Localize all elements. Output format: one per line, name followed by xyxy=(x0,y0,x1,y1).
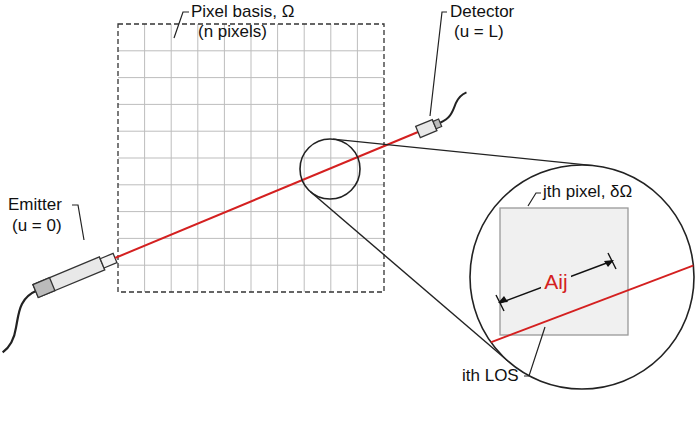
emitter-device xyxy=(0,252,132,353)
leader-lines xyxy=(72,12,545,376)
pixel-grid xyxy=(118,24,384,292)
device-note: (u = 0) xyxy=(12,216,62,236)
magnify-circle xyxy=(300,139,360,199)
region-label: Pixel basis, Ω xyxy=(191,2,294,22)
grid-line xyxy=(330,24,331,292)
grid-line xyxy=(118,211,384,212)
pixel-basis-border xyxy=(118,24,384,292)
grid-line xyxy=(277,24,278,292)
line-of-sight xyxy=(115,132,418,258)
grid-line xyxy=(304,24,305,292)
length-dimension xyxy=(496,253,616,311)
grid-line xyxy=(118,265,384,266)
pixel-label: jth pixel, δΩ xyxy=(543,182,632,202)
pixel-square xyxy=(500,208,628,335)
los-label: ith LOS xyxy=(462,366,519,386)
grid-line xyxy=(118,158,384,159)
detector-device xyxy=(411,92,476,137)
dimension-heads xyxy=(498,260,614,303)
grid-line xyxy=(118,238,384,239)
magnifier-line xyxy=(333,139,593,165)
length-label: Aij xyxy=(541,270,570,294)
grid-line xyxy=(118,184,384,185)
device-label: Detector xyxy=(450,2,514,22)
device-label: Emitter xyxy=(8,195,62,215)
device-note: (u = L) xyxy=(454,22,504,42)
line-of-sight-zoom xyxy=(460,263,698,354)
region-note: (n pixels) xyxy=(198,22,267,42)
